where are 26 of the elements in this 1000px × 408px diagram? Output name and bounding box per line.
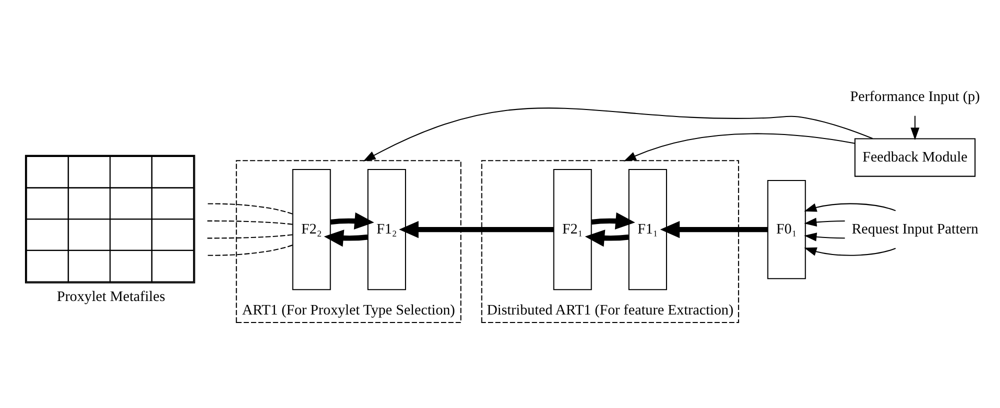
node-text: Request Input Pattern [852, 220, 978, 237]
node-box: F2₂ [292, 168, 331, 290]
arrow [363, 107, 873, 161]
node-text: Performance Input (p) [850, 88, 980, 104]
node-box: F2₁ [553, 168, 592, 290]
arrow [804, 246, 896, 256]
arrow [399, 220, 554, 238]
node-box: F0₁ [767, 179, 806, 279]
arrow [584, 229, 629, 246]
arrow [624, 132, 855, 161]
arrow [804, 217, 845, 226]
arrow [804, 202, 896, 212]
node-box: Feedback Module [854, 138, 976, 176]
arrow [591, 212, 636, 229]
connector [207, 202, 293, 214]
arrow [910, 115, 920, 140]
node-box: F1₂ [367, 168, 406, 290]
connector [207, 244, 293, 256]
node-box: F1₁ [628, 168, 668, 290]
arrow [660, 220, 768, 238]
node-label: Proxylet Metafiles [56, 288, 166, 304]
arrow [330, 212, 374, 229]
connector [207, 220, 293, 224]
arrow [324, 229, 368, 246]
arrow [804, 232, 845, 241]
connector [207, 234, 293, 238]
